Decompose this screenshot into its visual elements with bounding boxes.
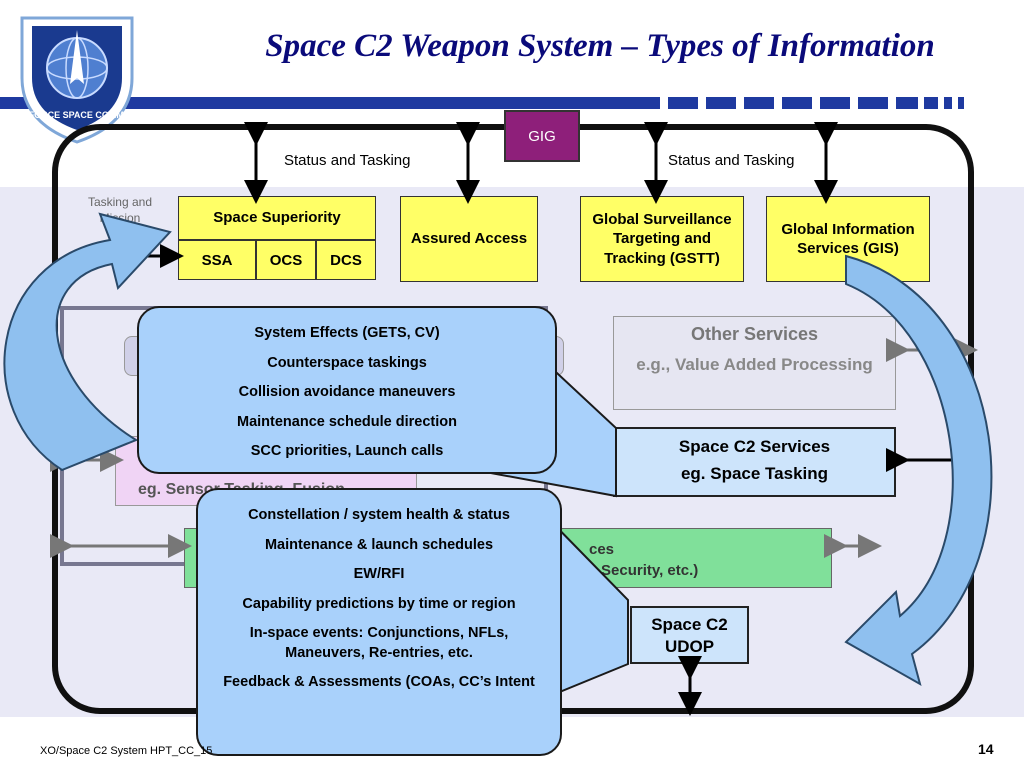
callout-bottom-item: In-space events: Conjunctions, NFLs, Man… <box>249 625 509 661</box>
callout-bottom: Constellation / system health & status M… <box>196 488 562 756</box>
header-block <box>958 97 964 109</box>
page-number: 14 <box>978 741 994 757</box>
other-services-subtitle: e.g., Value Added Processing <box>636 355 873 375</box>
space-superiority-title: Space Superiority <box>178 196 376 240</box>
callout-bottom-item: Constellation / system health & status <box>248 507 510 523</box>
header-block <box>668 97 698 109</box>
space-c2-services-title: Space C2 Services <box>678 437 831 456</box>
callout-top: System Effects (GETS, CV) Counterspace t… <box>137 306 557 474</box>
header-block <box>820 97 850 109</box>
callout-bottom-item: Capability predictions by time or region <box>242 595 516 612</box>
callout-top-item: Collision avoidance maneuvers <box>238 384 456 401</box>
ssa-cell: SSA <box>178 240 256 280</box>
green-text-b: Security, etc.) <box>601 562 699 579</box>
footer-text: XO/Space C2 System HPT_CC_15 <box>40 745 213 757</box>
afspc-shield-icon: AIR FORCE SPACE COMMAND <box>11 8 144 146</box>
header-block <box>706 97 736 109</box>
green-text-a: ces <box>589 541 615 558</box>
header-block <box>858 97 888 109</box>
status-tasking-right: Status and Tasking <box>668 152 795 169</box>
callout-top-item: System Effects (GETS, CV) <box>254 325 440 341</box>
gis-box: Global Information Services (GIS) <box>766 196 930 282</box>
curved-arrow-left <box>3 212 172 472</box>
header-block <box>782 97 812 109</box>
callout-top-item: SCC priorities, Launch calls <box>250 443 444 460</box>
callout-bottom-item: EW/RFI <box>353 566 405 583</box>
ocs-cell: OCS <box>256 240 316 280</box>
gstt-box: Global Surveillance Targeting and Tracki… <box>580 196 744 282</box>
header-block <box>744 97 774 109</box>
callout-top-item: Counterspace taskings <box>267 354 427 371</box>
logo-text: AIR FORCE SPACE COMMAND <box>12 110 142 120</box>
dcs-cell: DCS <box>316 240 376 280</box>
other-services-title: Other Services <box>690 324 819 344</box>
space-c2-udop-box: Space C2 UDOP <box>630 606 749 664</box>
gig-box: GIG <box>504 110 580 162</box>
assured-access-box: Assured Access <box>400 196 538 282</box>
page-title: Space C2 Weapon System – Types of Inform… <box>265 28 935 64</box>
header-block <box>944 97 952 109</box>
header-block <box>924 97 938 109</box>
callout-top-item: Maintenance schedule direction <box>237 413 457 430</box>
callout-bottom-item: Maintenance & launch schedules <box>264 536 494 553</box>
space-c2-services-box: Space C2 Services eg. Space Tasking <box>613 427 896 497</box>
header-stripe <box>0 97 660 109</box>
curved-arrow-right <box>844 254 993 687</box>
space-c2-services-subtitle: eg. Space Tasking <box>680 464 829 484</box>
status-tasking-left: Status and Tasking <box>284 152 411 169</box>
callout-bottom-item: Feedback & Assessments (COAs, CC’s Inten… <box>223 674 535 691</box>
other-services-box: Other Services e.g., Value Added Process… <box>613 316 896 410</box>
header-block <box>896 97 918 109</box>
